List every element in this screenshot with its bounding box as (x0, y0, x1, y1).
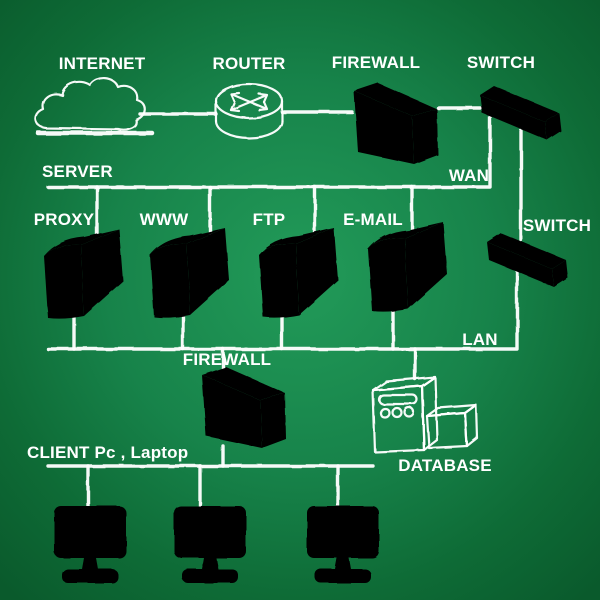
client-pc3-icon (307, 506, 379, 583)
firewall-top-icon (354, 83, 438, 164)
client-pc1-icon (54, 506, 126, 583)
ftp-server-icon (259, 228, 338, 318)
router-label: ROUTER (212, 54, 286, 73)
www-label: WWW (139, 210, 189, 229)
server-wan-bus (46, 115, 492, 189)
database-label: DATABASE (398, 456, 492, 475)
email-server-icon (368, 222, 447, 312)
proxy-label: PROXY (33, 210, 95, 229)
router-icon (214, 82, 284, 140)
clients-label: CLIENT Pc , Laptop (27, 443, 189, 462)
internet-label: INTERNET (58, 54, 146, 73)
server-label: SERVER (42, 162, 113, 181)
client-pc2-icon (174, 506, 246, 583)
email-label: E-MAIL (343, 210, 403, 229)
network-links (46, 106, 523, 510)
switch-top-label: SWITCH (466, 53, 536, 72)
wan-label: WAN (448, 166, 490, 185)
firewall-top-label: FIREWALL (331, 53, 421, 72)
firewall-lan-icon (202, 367, 286, 448)
ftp-label: FTP (252, 210, 286, 229)
lan-bus (46, 270, 519, 351)
switch-lan-label: SWITCH (522, 216, 592, 235)
internet-cloud-icon (34, 77, 155, 136)
lan-label: LAN (462, 330, 498, 349)
proxy-server-icon (44, 229, 123, 319)
www-server-icon (150, 228, 229, 318)
database-icon (371, 375, 479, 454)
switch-lan-icon (487, 233, 568, 287)
firewall-lan-label: FIREWALL (182, 350, 272, 369)
